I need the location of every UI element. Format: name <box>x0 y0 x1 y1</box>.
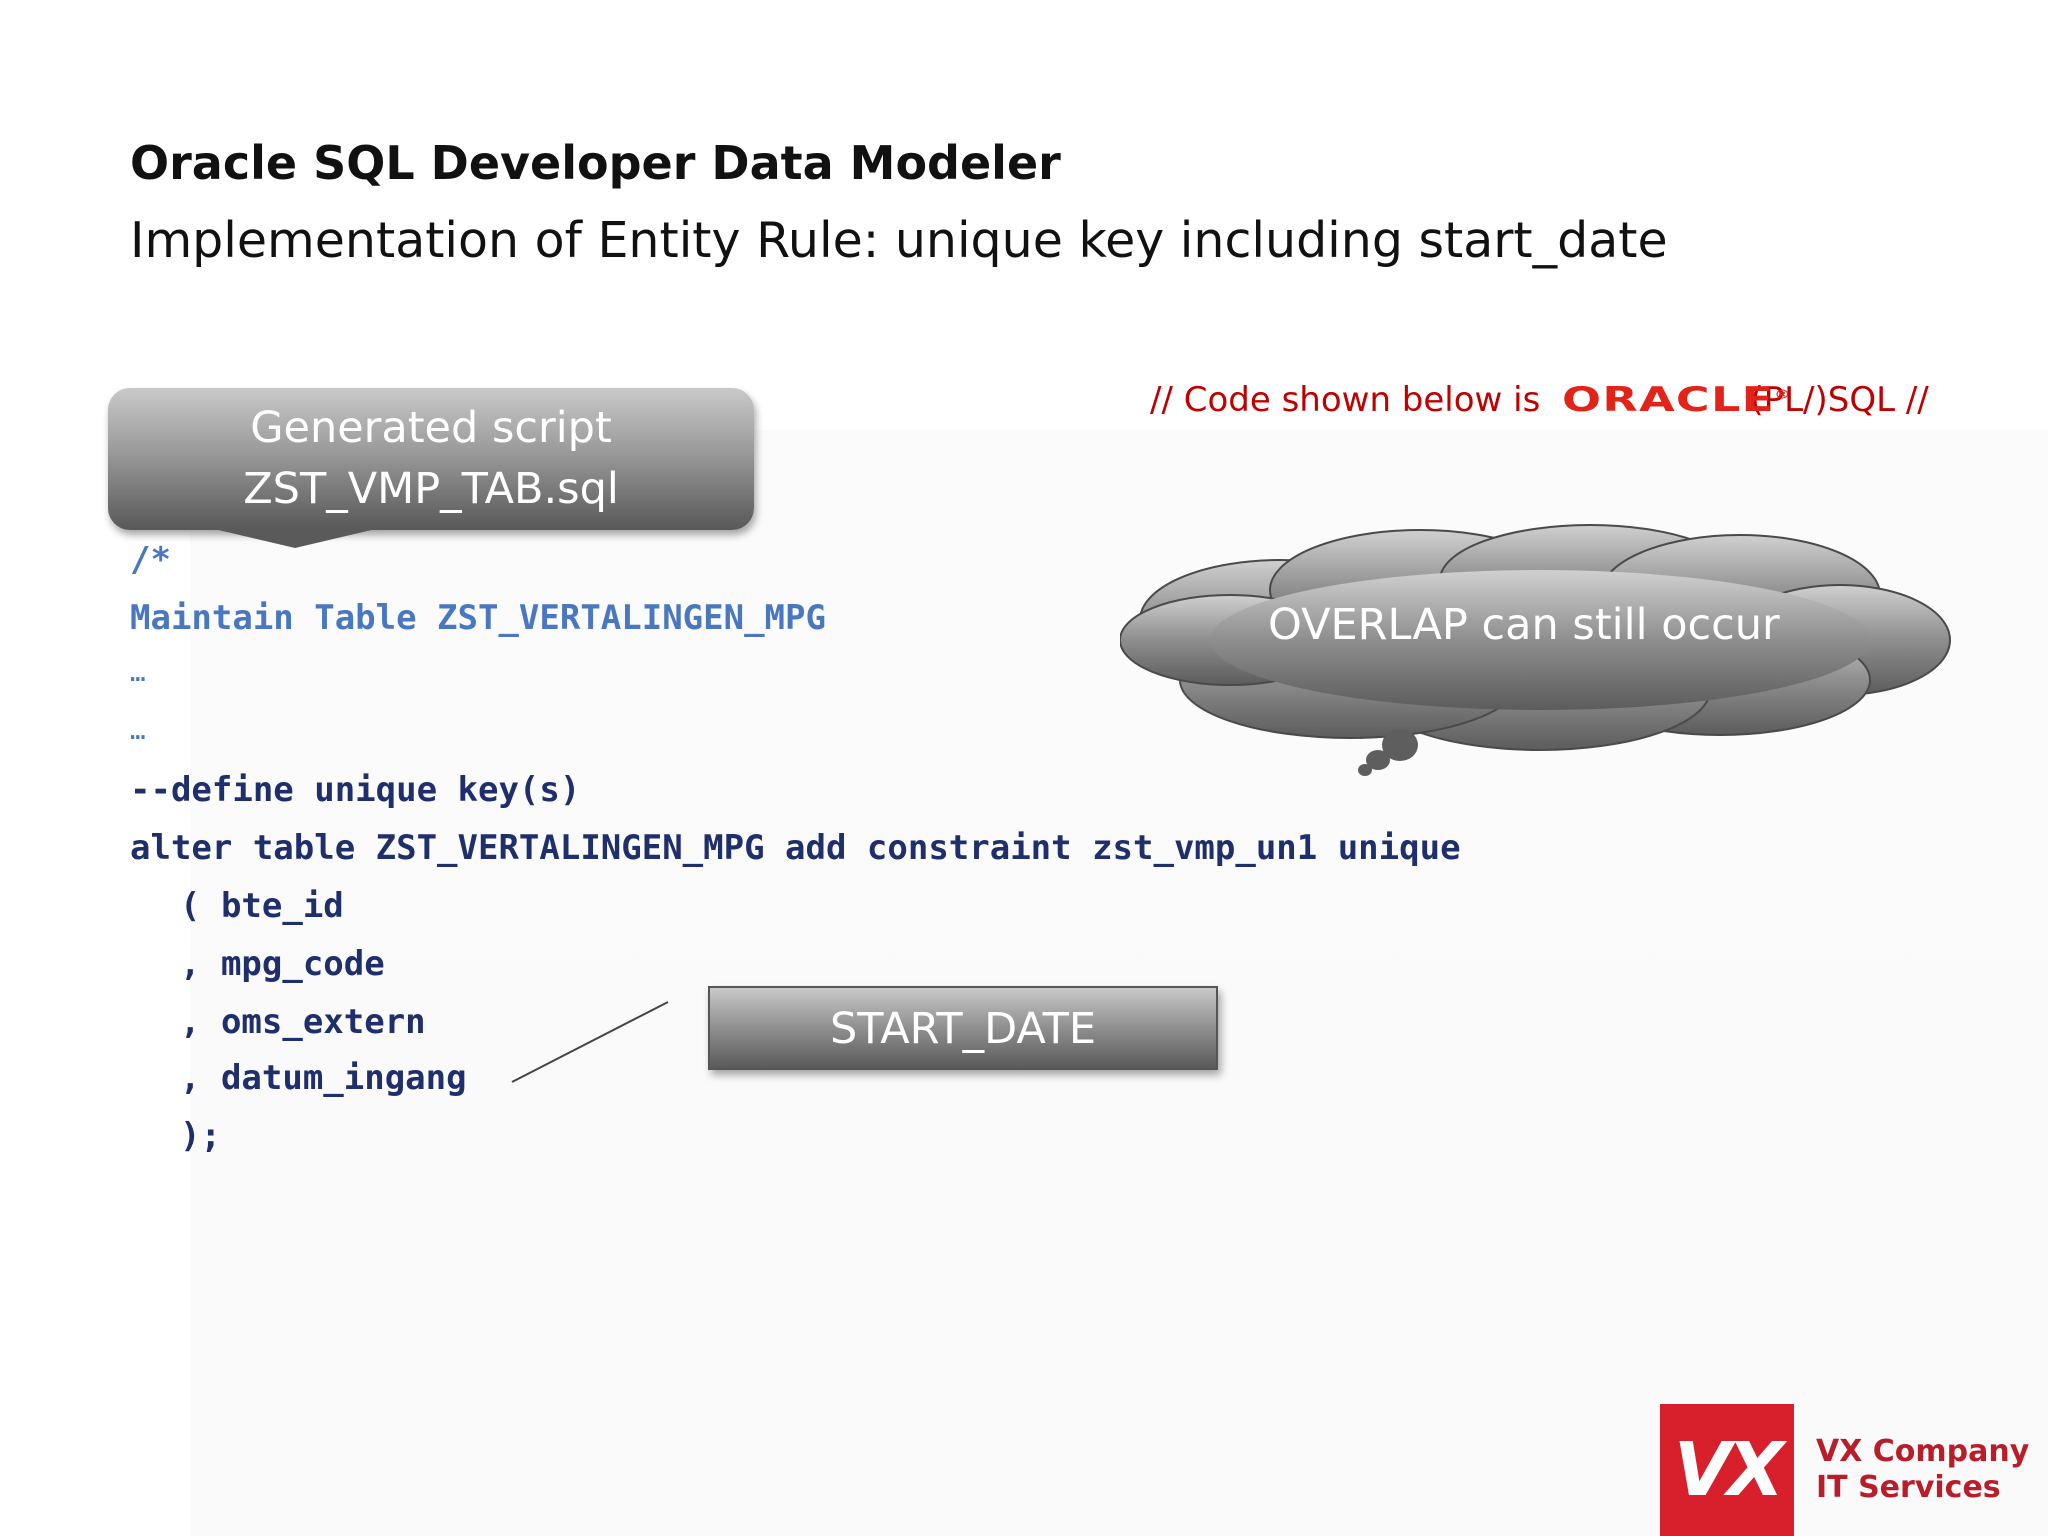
company-line-2: IT Services <box>1816 1470 2001 1505</box>
overlap-cloud: OVERLAP can still occur <box>1119 520 1960 780</box>
slide-subtitle: Implementation of Entity Rule: unique ke… <box>130 212 1668 269</box>
oracle-logo: ORACLE® <box>1562 380 1793 420</box>
code-line: , datum_ingang <box>180 1058 467 1098</box>
code-line: --define unique key(s) <box>130 770 581 810</box>
code-line: , oms_extern <box>180 1002 426 1042</box>
code-line: ( bte_id <box>180 886 344 926</box>
vx-logo: VX <box>1660 1404 1794 1536</box>
callout-tail <box>210 528 380 548</box>
code-line: … <box>130 716 146 746</box>
company-line-1: VX Company <box>1816 1434 2030 1469</box>
start-date-connector <box>511 1001 669 1083</box>
cloud-text: OVERLAP can still occur <box>1268 600 1780 650</box>
code-line: alter table ZST_VERTALINGEN_MPG add cons… <box>130 828 1461 868</box>
slide-title: Oracle SQL Developer Data Modeler <box>130 136 1061 190</box>
generated-script-callout: Generated script ZST_VMP_TAB.sql <box>108 388 754 530</box>
oracle-note: // Code shown below is ORACLE® (PL/)SQL … <box>1150 380 1929 420</box>
code-line: /* <box>130 540 171 580</box>
code-line: ); <box>180 1116 221 1156</box>
oracle-logo-text: ORACLE <box>1562 380 1775 420</box>
code-line: Maintain Table ZST_VERTALINGEN_MPG <box>130 598 826 638</box>
callout-line-1: Generated script <box>250 403 612 453</box>
vx-logo-letters: VX <box>1673 1427 1784 1513</box>
company-name: VX Company IT Services <box>1816 1434 2029 1506</box>
oracle-note-suffix: (PL/)SQL // <box>1750 380 1929 420</box>
code-line: … <box>130 658 146 688</box>
code-line: , mpg_code <box>180 944 385 984</box>
cloud-shape <box>1119 524 1951 776</box>
oracle-note-prefix: // Code shown below is <box>1150 380 1541 420</box>
callout-line-2: ZST_VMP_TAB.sql <box>243 464 619 514</box>
start-date-box: START_DATE <box>708 986 1218 1070</box>
